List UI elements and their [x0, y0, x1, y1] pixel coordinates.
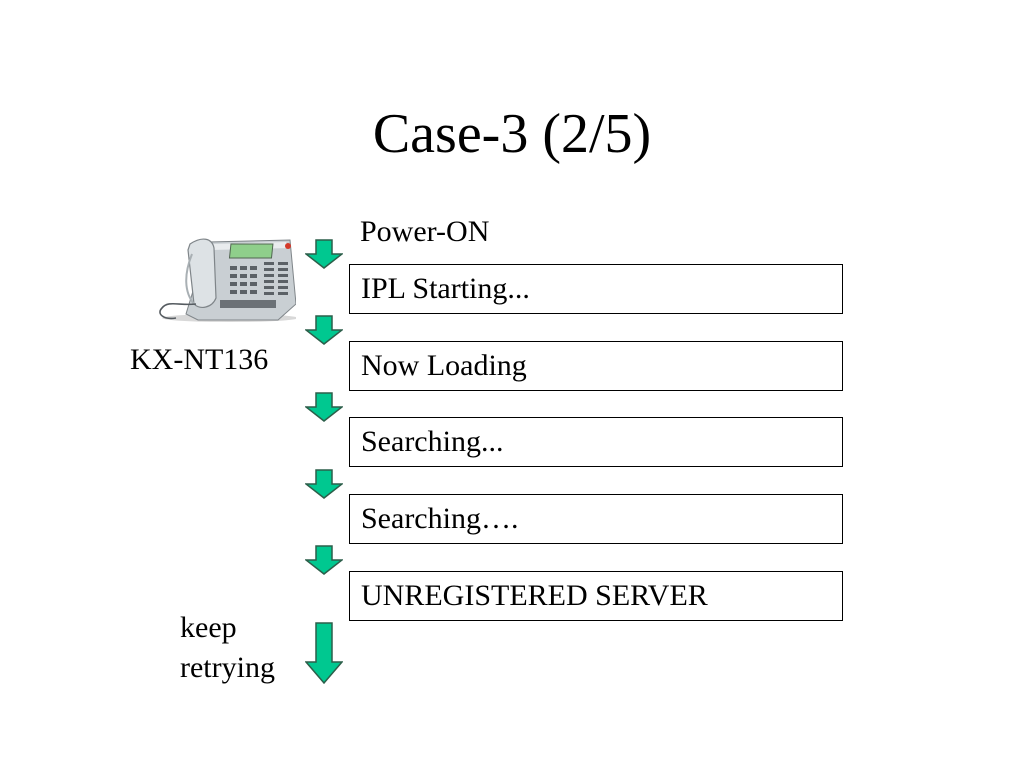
- status-box-ipl-starting: IPL Starting...: [349, 264, 843, 314]
- status-box-searching-1: Searching...: [349, 417, 843, 467]
- phone-model-label: KX-NT136: [130, 343, 269, 376]
- status-box-now-loading: Now Loading: [349, 341, 843, 391]
- down-arrow-icon: [305, 392, 343, 422]
- down-arrow-icon: [305, 239, 343, 269]
- down-arrow-icon: [305, 469, 343, 499]
- ip-phone-icon: [159, 238, 296, 322]
- keep-retrying-line-2: retrying: [180, 651, 275, 684]
- status-box-searching-2: Searching….: [349, 494, 843, 544]
- keep-retrying-line-1: keep: [180, 611, 237, 644]
- down-arrow-icon: [305, 545, 343, 575]
- slide-title: Case-3 (2/5): [372, 103, 652, 165]
- status-box-unregistered-server: UNREGISTERED SERVER: [349, 571, 843, 621]
- retry-down-arrow-icon: [305, 622, 343, 684]
- power-on-label: Power-ON: [360, 215, 490, 248]
- keep-retrying-label: keep retrying: [180, 608, 275, 688]
- down-arrow-icon: [305, 315, 343, 345]
